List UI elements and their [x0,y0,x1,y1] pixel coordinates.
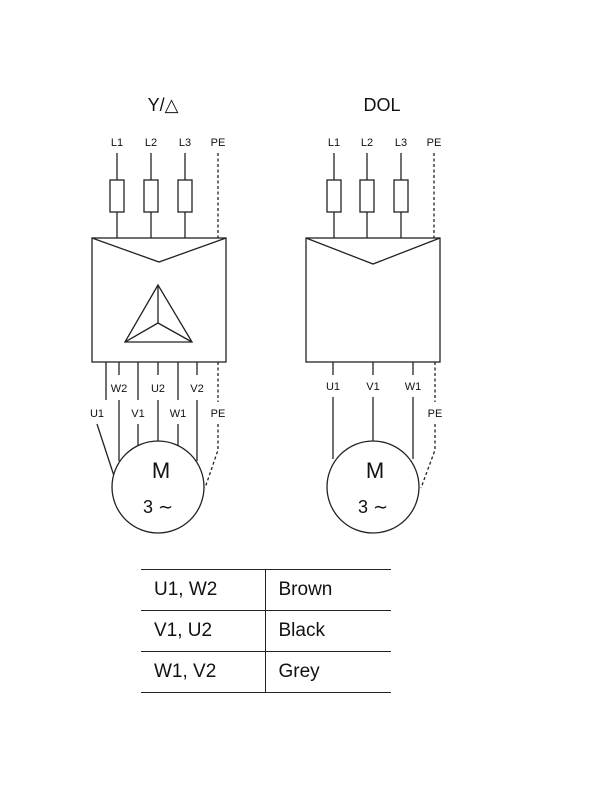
terminal-pair-cell: U1, W2 [141,569,266,611]
star-delta-title: Y/△ [148,95,179,115]
star-delta-diagram: Y/△ L1 L2 L3 PE W [90,95,227,534]
wiring-diagram: Y/△ L1 L2 L3 PE W [90,95,443,534]
table-row: U1, W2 Brown [141,569,391,611]
terminal-w1: W1 [405,381,422,393]
terminal-pair-cell: V1, U2 [141,610,266,652]
supply-label-l2: L2 [145,137,157,149]
supply-label-l1: L1 [111,137,123,149]
supply-label-l2: L2 [361,137,373,149]
motor-phase-label: 3 ∼ [143,497,173,517]
motor-wires [96,400,198,483]
motor-label: M [366,458,384,483]
fuse-l1 [109,179,125,213]
table-row: W1, V2 Grey [141,651,391,693]
starter-chevron [305,237,441,265]
pe-label-bottom: PE [211,408,226,420]
terminal-u2: U2 [151,383,165,395]
pe-wire-bottom [420,424,436,489]
fuse-l2 [359,179,375,213]
fuse-l3 [393,179,409,213]
dol-diagram: DOL L1 L2 L3 PE U1 V1 W1 PE [305,95,443,534]
supply-label-l3: L3 [395,137,407,149]
wire-color-table: U1, W2 Brown V1, U2 Black W1, V2 Grey [141,569,391,693]
motor-circle [326,440,420,534]
pe-label-top: PE [211,137,226,149]
output-wires [332,362,414,375]
starter-chevron [91,237,227,263]
pe-wire-bottom [204,424,219,489]
starter-box [91,237,227,363]
starter-box [305,237,441,363]
terminal-pair-cell: W1, V2 [141,651,266,693]
terminal-w1: W1 [170,408,187,420]
motor-label: M [152,458,170,483]
terminal-v2: V2 [190,383,203,395]
wire-color-cell: Black [265,610,391,652]
terminal-v1: V1 [366,381,379,393]
motor-phase-label: 3 ∼ [358,497,388,517]
pe-label-top: PE [427,137,442,149]
pe-label-bottom: PE [428,408,443,420]
supply-label-l3: L3 [179,137,191,149]
motor-circle [111,440,205,534]
fuse-l3 [177,179,193,213]
supply-label-l1: L1 [328,137,340,149]
terminal-v1: V1 [131,408,144,420]
fuse-l1 [326,179,342,213]
wire-color-cell: Brown [265,569,391,611]
terminal-u1: U1 [90,408,104,420]
terminal-w2: W2 [111,383,128,395]
wire-color-cell: Grey [265,651,391,693]
fuse-l2 [143,179,159,213]
terminal-u1: U1 [326,381,340,393]
dol-title: DOL [363,95,400,115]
motor-wires [332,397,414,459]
table-row: V1, U2 Black [141,610,391,652]
output-wires [105,362,198,400]
delta-symbol [123,283,194,343]
